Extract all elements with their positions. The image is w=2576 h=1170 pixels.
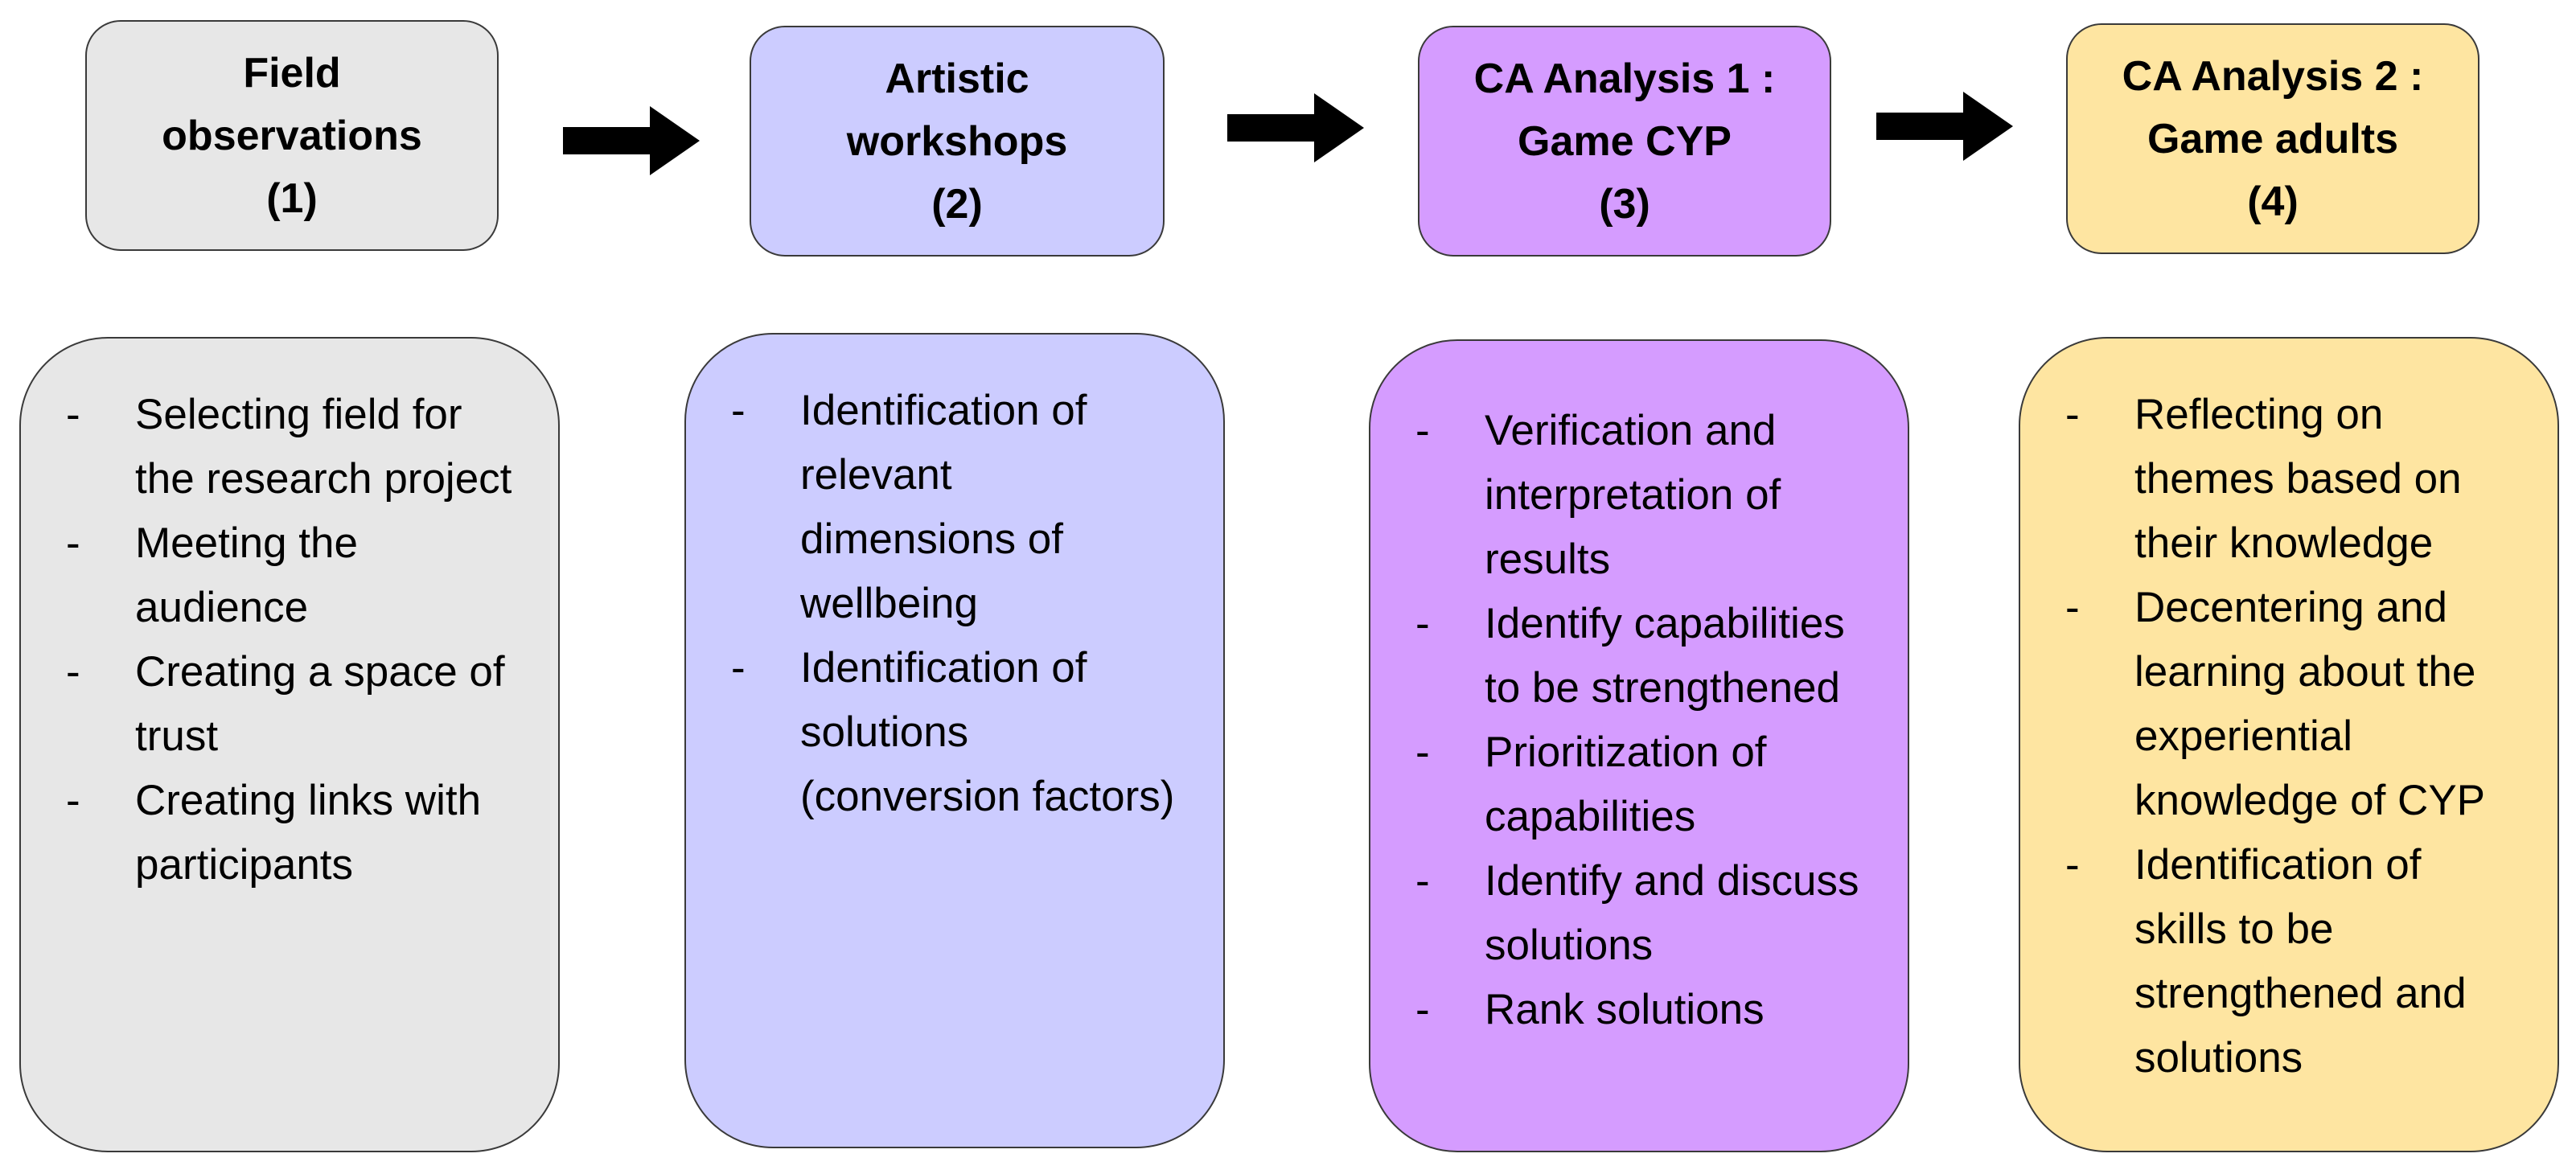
list-item: - Meeting the audience: [21, 511, 529, 640]
arrow-right-icon: [1876, 92, 2013, 161]
bullet-dash: -: [66, 777, 80, 824]
stage-2-title-line-2: workshops: [846, 117, 1068, 165]
stage-2-detail-box: - Identification of relevant dimensions o…: [684, 333, 1225, 1148]
stage-1-title-line-1: Field: [243, 49, 341, 96]
stage-1-title-line-3: (1): [266, 174, 318, 222]
stage-3-title-line-2: Game CYP: [1518, 117, 1732, 165]
list-item: - Prioritization of capabilities: [1370, 720, 1887, 849]
stage-4-activity-list: - Reflecting on themes based on their kno…: [2020, 383, 2533, 1090]
list-item: - Creating links with participants: [21, 769, 529, 897]
bullet-dash: -: [731, 644, 746, 692]
bullet-dash: -: [1415, 857, 1430, 905]
bullet-dash: -: [66, 648, 80, 696]
stage-3-activity-list: - Verification and interpretation of resu…: [1370, 399, 1884, 1042]
bullet-dash: -: [2065, 841, 2080, 889]
list-item: - Identification of relevant dimensions o…: [686, 379, 1178, 636]
bullet-dash: -: [1415, 600, 1430, 647]
arrow-right-icon: [563, 106, 700, 175]
list-item-text: Identify capabilities to be strengthened: [1485, 600, 1845, 712]
stage-3-title-line-1: CA Analysis 1 :: [1473, 55, 1776, 102]
stage-3-title-box: CA Analysis 1 : Game CYP (3): [1418, 26, 1831, 257]
stage-4-title-line-2: Game adults: [2147, 115, 2399, 162]
stage-1-activity-list: - Selecting field for the research projec…: [21, 383, 526, 897]
bullet-dash: -: [66, 519, 80, 567]
list-item: - Creating a space of trust: [21, 640, 529, 769]
stage-2-activity-list: - Identification of relevant dimensions o…: [686, 379, 1191, 829]
stage-1-detail-box: - Selecting field for the research projec…: [19, 337, 560, 1152]
list-item-text: Selecting field for the research project: [135, 391, 512, 503]
bullet-dash: -: [731, 387, 746, 434]
stage-3-detail-box: - Verification and interpretation of resu…: [1369, 339, 1909, 1152]
list-item: - Identification of solutions (conversion…: [686, 636, 1178, 829]
bullet-dash: -: [2065, 391, 2080, 438]
list-item-text: Identify and discuss solutions: [1485, 857, 1859, 969]
bullet-dash: -: [1415, 986, 1430, 1033]
list-item-text: Creating a space of trust: [135, 648, 505, 760]
list-item: - Rank solutions: [1370, 978, 1887, 1042]
list-item: - Identification of skills to be strength…: [2020, 833, 2521, 1090]
stage-2-title-box: Artistic workshops (2): [750, 26, 1165, 257]
stage-4-title-line-1: CA Analysis 2 :: [2122, 52, 2424, 100]
stage-2-title-line-3: (2): [931, 180, 983, 228]
bullet-dash: -: [2065, 584, 2080, 631]
stage-4-title-line-3: (4): [2247, 178, 2299, 225]
stage-4-title-box: CA Analysis 2 : Game adults (4): [2066, 23, 2479, 254]
list-item-text: Identification of skills to be strengthe…: [2134, 841, 2467, 1082]
list-item-text: Rank solutions: [1485, 986, 1765, 1033]
stage-4-detail-box: - Reflecting on themes based on their kno…: [2019, 337, 2559, 1152]
list-item-text: Prioritization of capabilities: [1485, 729, 1767, 840]
list-item: - Decentering and learning about the expe…: [2020, 576, 2521, 833]
stage-1-title-box: Field observations (1): [85, 20, 499, 251]
list-item: - Identify capabilities to be strengthene…: [1370, 592, 1887, 720]
list-item-text: Identification of solutions (conversion …: [800, 644, 1175, 820]
list-item: - Verification and interpretation of resu…: [1370, 399, 1887, 592]
bullet-dash: -: [66, 391, 80, 438]
list-item-text: Identification of relevant dimensions of…: [800, 387, 1087, 627]
bullet-dash: -: [1415, 407, 1430, 454]
list-item: - Selecting field for the research projec…: [21, 383, 529, 511]
list-item-text: Decentering and learning about the exper…: [2134, 584, 2486, 824]
list-item-text: Reflecting on themes based on their know…: [2134, 391, 2462, 567]
list-item-text: Creating links with participants: [135, 777, 482, 889]
stage-2-title-line-1: Artistic: [885, 55, 1029, 102]
list-item: - Identify and discuss solutions: [1370, 849, 1887, 978]
list-item: - Reflecting on themes based on their kno…: [2020, 383, 2521, 576]
arrow-right-icon: [1227, 93, 1364, 162]
bullet-dash: -: [1415, 729, 1430, 776]
stage-3-title-line-3: (3): [1599, 180, 1650, 228]
stage-1-title-line-2: observations: [162, 112, 422, 159]
list-item-text: Verification and interpretation of resul…: [1485, 407, 1781, 583]
list-item-text: Meeting the audience: [135, 519, 358, 631]
